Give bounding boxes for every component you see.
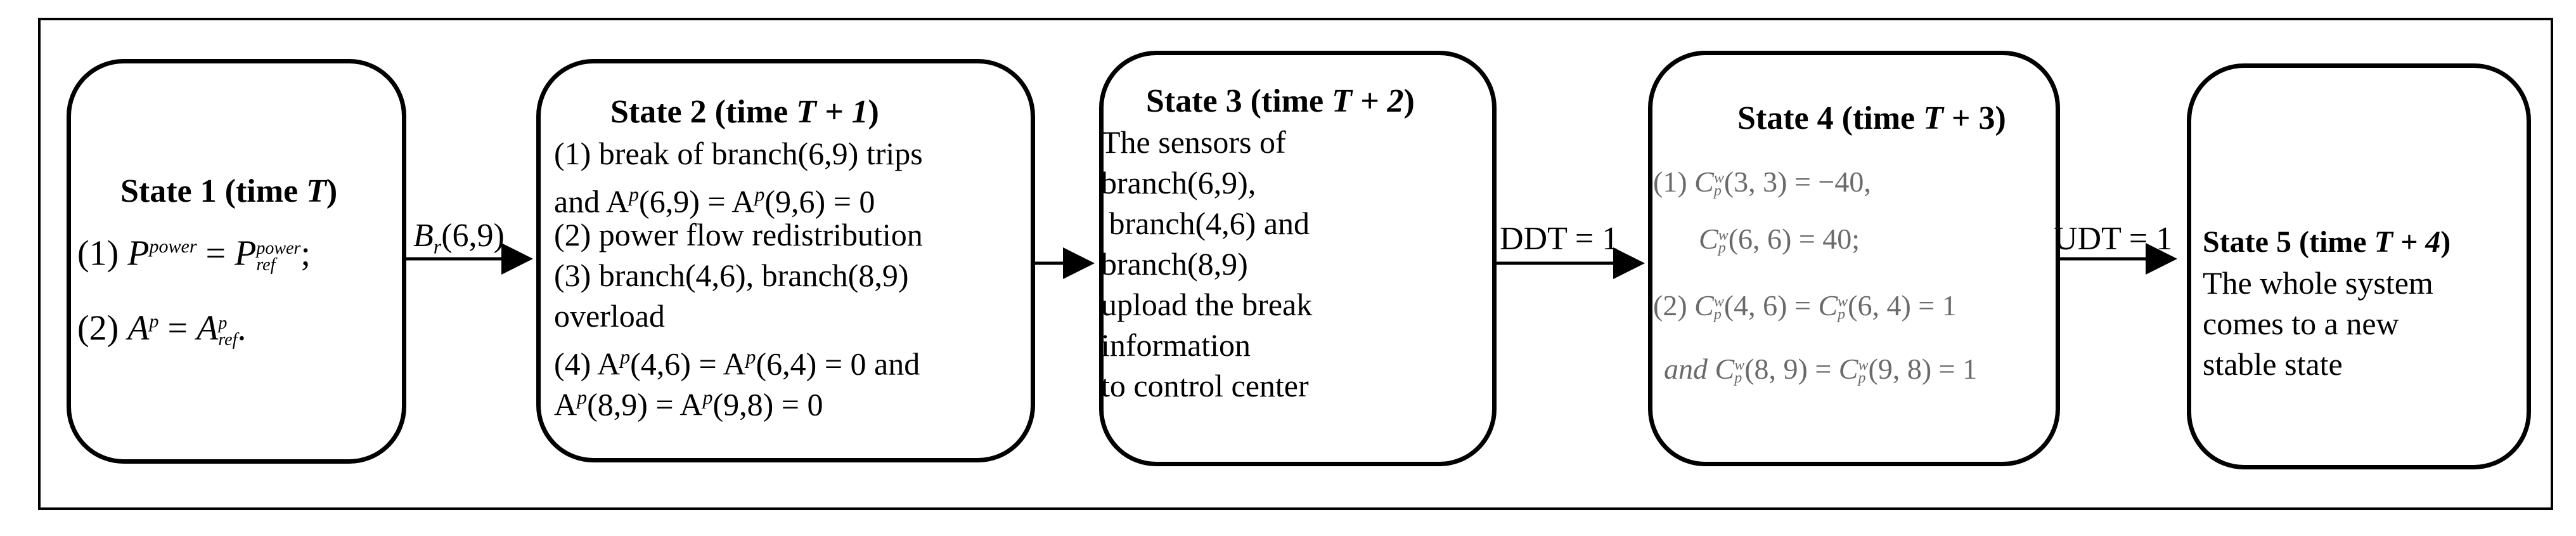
edge1-label: Br(6,9) <box>413 218 505 258</box>
state3-box <box>1099 51 1497 466</box>
state3-line1: The sensors of <box>1101 124 1286 160</box>
state2-line4: (3) branch(4,6), branch(8,9) <box>554 258 909 293</box>
state2-box <box>536 59 1035 462</box>
state3-line2: branch(6,9), <box>1101 165 1256 200</box>
diagram-frame <box>38 18 2553 510</box>
state5-title: State 5 (time T + 4) <box>2203 225 2451 259</box>
edge4-label: UDT = 1 <box>2054 221 2173 257</box>
state2-line7: Ap(8,9) = Ap(9,8) = 0 <box>554 386 823 422</box>
state1-box <box>67 59 406 464</box>
state1-title: State 1 (time T) <box>120 173 338 209</box>
state3-line7: to control center <box>1101 368 1309 403</box>
state4-box <box>1648 51 2060 466</box>
state5-line1: The whole system <box>2203 265 2433 301</box>
state3-line3: branch(4,6) and <box>1101 206 1310 241</box>
state3-line4: branch(8,9) <box>1101 246 1248 282</box>
state2-line6: (4) Ap(4,6) = Ap(6,4) = 0 and <box>554 345 920 382</box>
state2-line5: overload <box>554 298 665 334</box>
edge3-label: DDT = 1 <box>1500 221 1619 257</box>
state4-title: State 4 (time T + 3) <box>1737 100 2006 136</box>
state5-line3: stable state <box>2203 346 2343 382</box>
state3-line5: upload the break <box>1101 287 1313 322</box>
state3-title: State 3 (time T + 2) <box>1146 83 1415 119</box>
state3-line6: information <box>1101 327 1251 363</box>
state5-line2: comes to a new <box>2203 306 2399 341</box>
state2-line1: (1) break of branch(6,9) trips <box>554 136 923 171</box>
state2-line3: (2) power flow redistribution <box>554 217 923 252</box>
state2-title: State 2 (time T + 1) <box>610 94 879 130</box>
state5-box <box>2187 63 2531 469</box>
state2-line2: and Ap(6,9) = Ap(9,6) = 0 <box>554 183 875 219</box>
